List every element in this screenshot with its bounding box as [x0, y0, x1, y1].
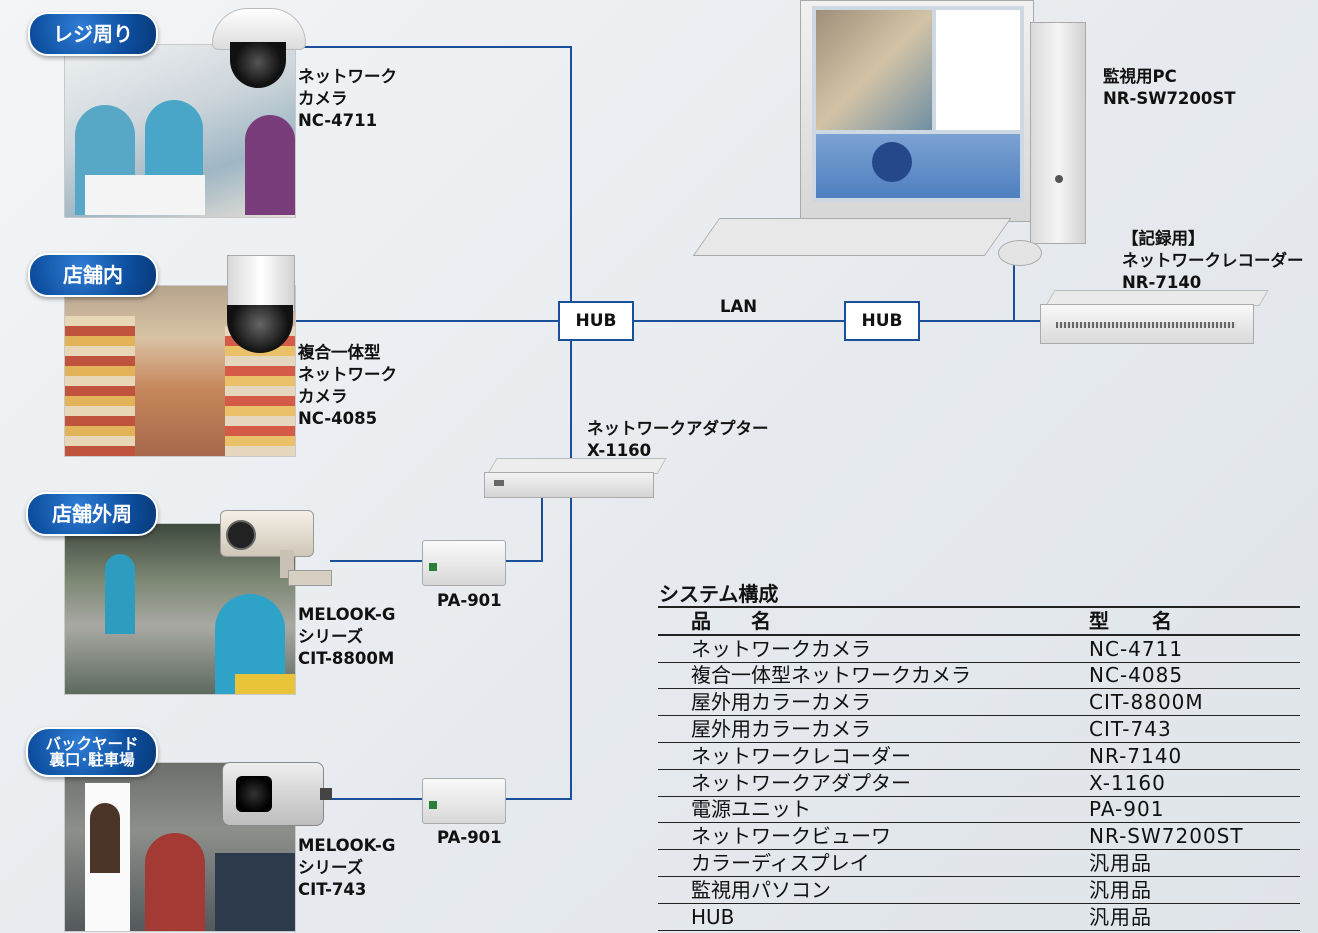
model-name-cell: NR-7140 [1077, 742, 1300, 770]
product-name-cell: ネットワークアダプター [658, 769, 1078, 797]
model-name-cell: X-1160 [1077, 769, 1300, 797]
backyard-photo [64, 762, 296, 932]
line-pa2-trunk [505, 798, 572, 800]
model-name-cell: 汎用品 [1077, 849, 1300, 877]
pc-label: 監視用PC NR-SW7200ST [1103, 67, 1236, 108]
pa1-label: PA-901 [437, 591, 502, 610]
monitoring-pc-icon [692, 0, 1100, 268]
cam1-label: ネットワーク カメラ NC-4711 [298, 67, 397, 130]
ptz-camera-icon [225, 255, 295, 355]
trunk-line [570, 46, 572, 799]
table-header-row: 品 名 型 名 [658, 606, 1300, 636]
product-name-cell: 電源ユニット [658, 796, 1078, 824]
header-product-name: 品 名 [658, 606, 1078, 636]
outdoor-camera-icon [220, 510, 332, 586]
recorder-label: 【記録用】 ネットワークレコーダー NR-7140 [1122, 229, 1304, 292]
line-adapter [541, 490, 543, 562]
line-cam1 [296, 46, 572, 48]
network-recorder-icon [1040, 290, 1269, 350]
power-unit-1-icon [422, 540, 506, 586]
model-name-cell: CIT-743 [1077, 715, 1300, 743]
badge-register: レジ周り [28, 12, 158, 56]
hub-1: HUB [558, 301, 634, 341]
line-pa1 [330, 560, 422, 562]
product-name-cell: ネットワークビューワ [658, 822, 1078, 851]
table-title: システム構成 [659, 582, 779, 606]
network-adapter-icon [482, 458, 667, 498]
model-name-cell: NR-SW7200ST [1077, 822, 1300, 851]
product-name-cell: 屋外用カラーカメラ [658, 688, 1078, 717]
pa2-label: PA-901 [437, 828, 502, 847]
register-photo [64, 44, 296, 218]
line-lan [570, 320, 1015, 322]
housing-camera-icon [222, 758, 332, 830]
cam4-label: MELOOK-G シリーズ CIT-743 [298, 836, 396, 899]
product-name-cell: ネットワークレコーダー [658, 742, 1078, 770]
model-name-cell: 汎用品 [1077, 876, 1300, 904]
badge-backyard: バックヤード 裏口･駐車場 [26, 727, 158, 777]
badge-store-outside: 店舗外周 [26, 492, 158, 536]
product-name-cell: 屋外用カラーカメラ [658, 715, 1078, 743]
dome-camera-icon [212, 8, 306, 90]
line-cam2 [296, 320, 572, 322]
power-unit-2-icon [422, 778, 506, 824]
model-name-cell: NC-4085 [1077, 662, 1300, 690]
cam2-label: 複合一体型 ネットワーク カメラ NC-4085 [298, 343, 397, 428]
model-name-cell: 汎用品 [1077, 903, 1300, 931]
lan-label: LAN [720, 297, 758, 316]
line-pa2 [330, 798, 422, 800]
store-inside-photo [64, 285, 296, 457]
model-name-cell: NC-4711 [1077, 634, 1300, 663]
model-name-cell: PA-901 [1077, 796, 1300, 824]
table-row: 監視用パソコン汎用品 [658, 876, 1300, 904]
line-pc [1013, 250, 1015, 322]
product-name-cell: 複合一体型ネットワークカメラ [658, 662, 1078, 690]
product-name-cell: 監視用パソコン [658, 876, 1078, 904]
product-name-cell: ネットワークカメラ [658, 634, 1078, 663]
product-name-cell: カラーディスプレイ [658, 849, 1078, 877]
table-row: カラーディスプレイ汎用品 [658, 849, 1300, 877]
hub-2: HUB [844, 301, 920, 341]
cam3-label: MELOOK-G シリーズ CIT-8800M [298, 605, 396, 668]
product-name-cell: HUB [658, 903, 1078, 931]
line-pa1-adapter [505, 560, 543, 562]
badge-store-inside: 店舗内 [28, 253, 158, 297]
model-name-cell: CIT-8800M [1077, 688, 1300, 717]
adapter-label: ネットワークアダプター X-1160 [587, 419, 769, 460]
line-recorder [920, 320, 1040, 322]
header-model-name: 型 名 [1077, 606, 1300, 636]
